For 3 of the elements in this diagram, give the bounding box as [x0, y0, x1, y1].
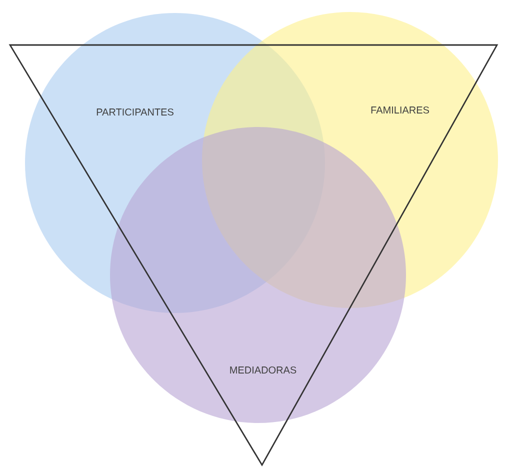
circle-label: PARTICIPANTES [96, 108, 174, 116]
circle-label: FAMILIARES [371, 106, 429, 114]
circle-label: MEDIADORAS [230, 366, 296, 374]
